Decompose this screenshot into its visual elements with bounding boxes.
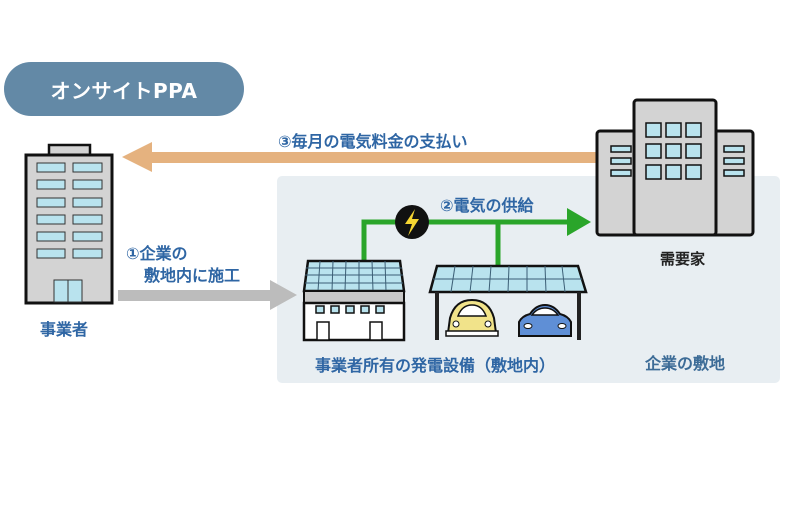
supply-lines <box>361 219 570 268</box>
office-building-icon <box>24 143 114 305</box>
payment-label: ③毎月の電気料金の支払い <box>278 132 468 151</box>
solar-carport-icon <box>428 264 588 340</box>
payment-arrow <box>122 142 600 172</box>
consumer-label: 需要家 <box>660 250 706 268</box>
solar-roof-building-icon <box>302 259 406 342</box>
supply-label: ②電気の供給 <box>440 196 534 215</box>
site-area-label: 企業の敷地 <box>645 354 726 373</box>
yellow-car-icon <box>445 298 499 337</box>
install-arrow <box>118 280 297 310</box>
install-label-line2: 敷地内に施工 <box>144 266 241 285</box>
large-building-icon <box>595 98 755 237</box>
supply-arrowhead <box>567 208 591 236</box>
badge-label: オンサイトPPA <box>50 78 198 103</box>
facility-label: 事業者所有の発電設備（敷地内） <box>315 356 556 375</box>
onsite-ppa-badge: オンサイトPPA <box>4 62 244 116</box>
lightning-bolt-icon <box>395 205 429 239</box>
install-label-line1: ①企業の <box>126 244 188 263</box>
operator-label: 事業者 <box>40 320 89 339</box>
blue-car-icon <box>518 303 572 337</box>
